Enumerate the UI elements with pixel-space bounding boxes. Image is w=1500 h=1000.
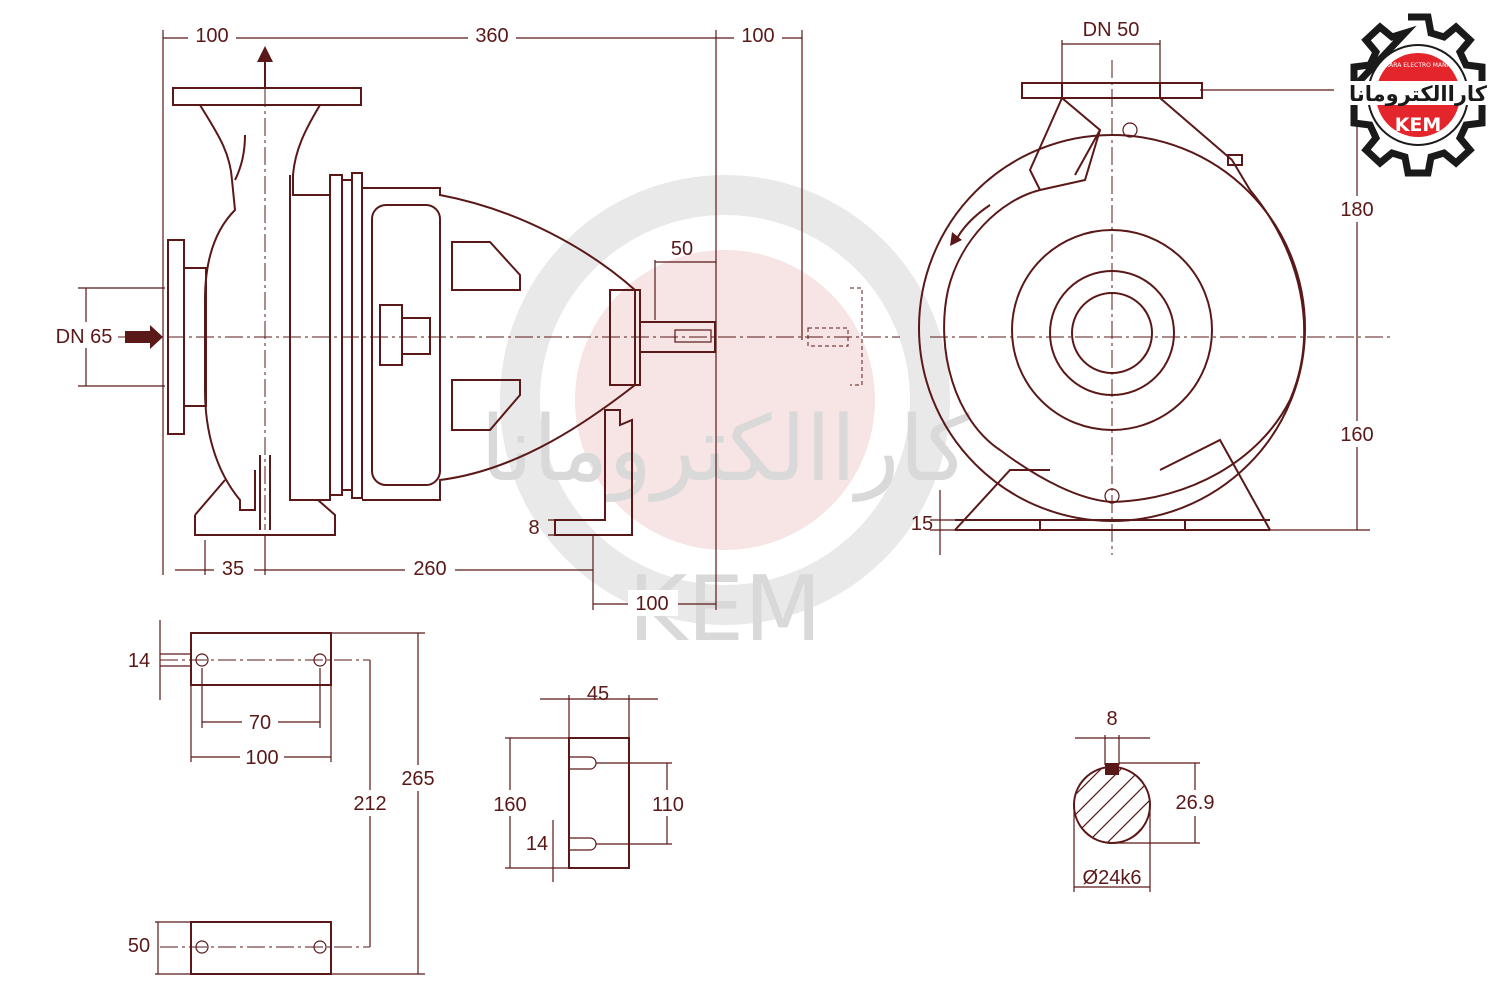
watermark: کاراالکترومانا KEM: [480, 175, 970, 662]
dim-foot-height: 8: [528, 517, 539, 539]
dim-bracket-width: 45: [587, 683, 609, 705]
logo-abbr: KEM: [1395, 114, 1442, 136]
gear-icon: [1350, 13, 1486, 177]
front-dimensions: DN 50 180 160 15: [911, 19, 1379, 555]
dim-bottom-260: 260: [413, 558, 446, 580]
shaft-section: 8 26.9 Ø24k6: [1073, 708, 1220, 892]
dim-outlet-dn: DN 50: [1083, 19, 1140, 41]
logo-name-fa: کاراالکترومانا: [1349, 82, 1488, 106]
dim-shaft-height: 26.9: [1176, 792, 1215, 814]
base-plate-detail: 14 70 100 212 265 50: [128, 620, 440, 975]
brand-logo: کاراالکترومانا KARA ELECTRO MANA KEM: [1334, 13, 1500, 177]
dim-upper-height: 180: [1340, 199, 1373, 221]
dim-top-right: 100: [741, 25, 774, 47]
dim-front-foot: 15: [911, 513, 933, 535]
dim-plate-hole: 14: [128, 650, 150, 672]
pump-front-view: [918, 60, 1390, 555]
dim-lower-height: 160: [1340, 424, 1373, 446]
dim-plate-inner: 212: [353, 793, 386, 815]
dim-plate-width: 100: [245, 747, 278, 769]
dim-inlet-dn: DN 65: [56, 326, 113, 348]
dim-plate-bottom: 50: [128, 935, 150, 957]
dim-plate-spacing: 70: [249, 712, 271, 734]
dim-bracket-holes: 110: [652, 794, 684, 816]
bracket-detail: 45 160 110 14: [490, 683, 690, 882]
watermark-name: کاراالکترومانا: [480, 397, 969, 503]
dim-shaft-dia: Ø24k6: [1083, 867, 1142, 889]
dim-bottom-35: 35: [222, 558, 244, 580]
dim-top-middle: 360: [475, 25, 508, 47]
logo-name-en: KARA ELECTRO MANA: [1385, 62, 1451, 69]
dim-plate-total: 265: [401, 768, 434, 790]
dim-bracket-height: 160: [493, 794, 526, 816]
dim-bottom-100: 100: [635, 593, 668, 615]
dim-shaft-length: 50: [671, 238, 693, 260]
dim-bracket-hole: 14: [526, 833, 548, 855]
dim-key-width: 8: [1106, 708, 1117, 730]
side-dimensions: 100 360 100 DN 65 50 8 35 260 100: [48, 24, 803, 616]
dim-top-left: 100: [195, 25, 228, 47]
